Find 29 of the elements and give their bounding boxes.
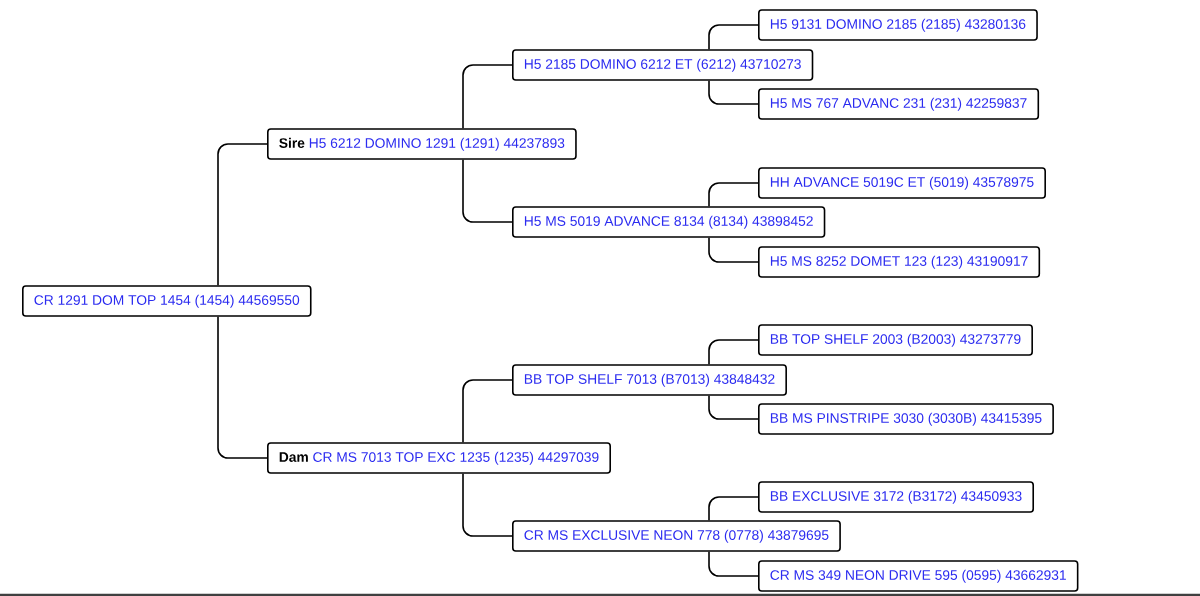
- connector-line: [708, 24, 759, 50]
- connector-line: [462, 64, 513, 129]
- connector-line: [462, 379, 513, 443]
- name-box: Dam CR MS 7013 TOP EXC 1235 (1235) 44297039: [267, 442, 611, 474]
- connector-line: [462, 473, 513, 537]
- connector-line: [462, 159, 513, 223]
- connector-line: [217, 143, 268, 286]
- name-box: CR MS EXCLUSIVE NEON 778 (0778) 43879695: [512, 520, 841, 552]
- name-box: Sire H5 6212 DOMINO 1291 (1291) 44237893: [267, 128, 577, 160]
- name-box: BB TOP SHELF 7013 (B7013) 43848432: [512, 364, 787, 396]
- name-box: CR MS 349 NEON DRIVE 595 (0595) 43662931: [758, 560, 1079, 592]
- name-box: H5 MS 767 ADVANC 231 (231) 42259837: [758, 88, 1040, 120]
- connector-line: [708, 395, 759, 420]
- connector-line: [708, 339, 759, 365]
- connector-line: [708, 237, 759, 263]
- connector-line: [708, 496, 759, 521]
- name-box: HH ADVANCE 5019C ET (5019) 43578975: [758, 167, 1046, 199]
- connector-line: [708, 80, 759, 105]
- name-box: H5 9131 DOMINO 2185 (2185) 43280136: [758, 9, 1038, 41]
- connector-line: [708, 551, 759, 577]
- name-box: BB MS PINSTRIPE 3030 (3030B) 43415395: [758, 403, 1054, 435]
- connector-line: [217, 316, 268, 459]
- name-box: BB TOP SHELF 2003 (B2003) 43273779: [758, 324, 1033, 356]
- name-box: CR 1291 DOM TOP 1454 (1454) 44569550: [22, 285, 312, 317]
- name-box: BB EXCLUSIVE 3172 (B3172) 43450933: [758, 481, 1034, 513]
- name-box: H5 MS 5019 ADVANCE 8134 (8134) 43898452: [512, 206, 826, 238]
- name-box: H5 2185 DOMINO 6212 ET (6212) 43710273: [512, 49, 814, 81]
- connector-line: [708, 182, 759, 207]
- name-box: H5 MS 8252 DOMET 123 (123) 43190917: [758, 246, 1041, 278]
